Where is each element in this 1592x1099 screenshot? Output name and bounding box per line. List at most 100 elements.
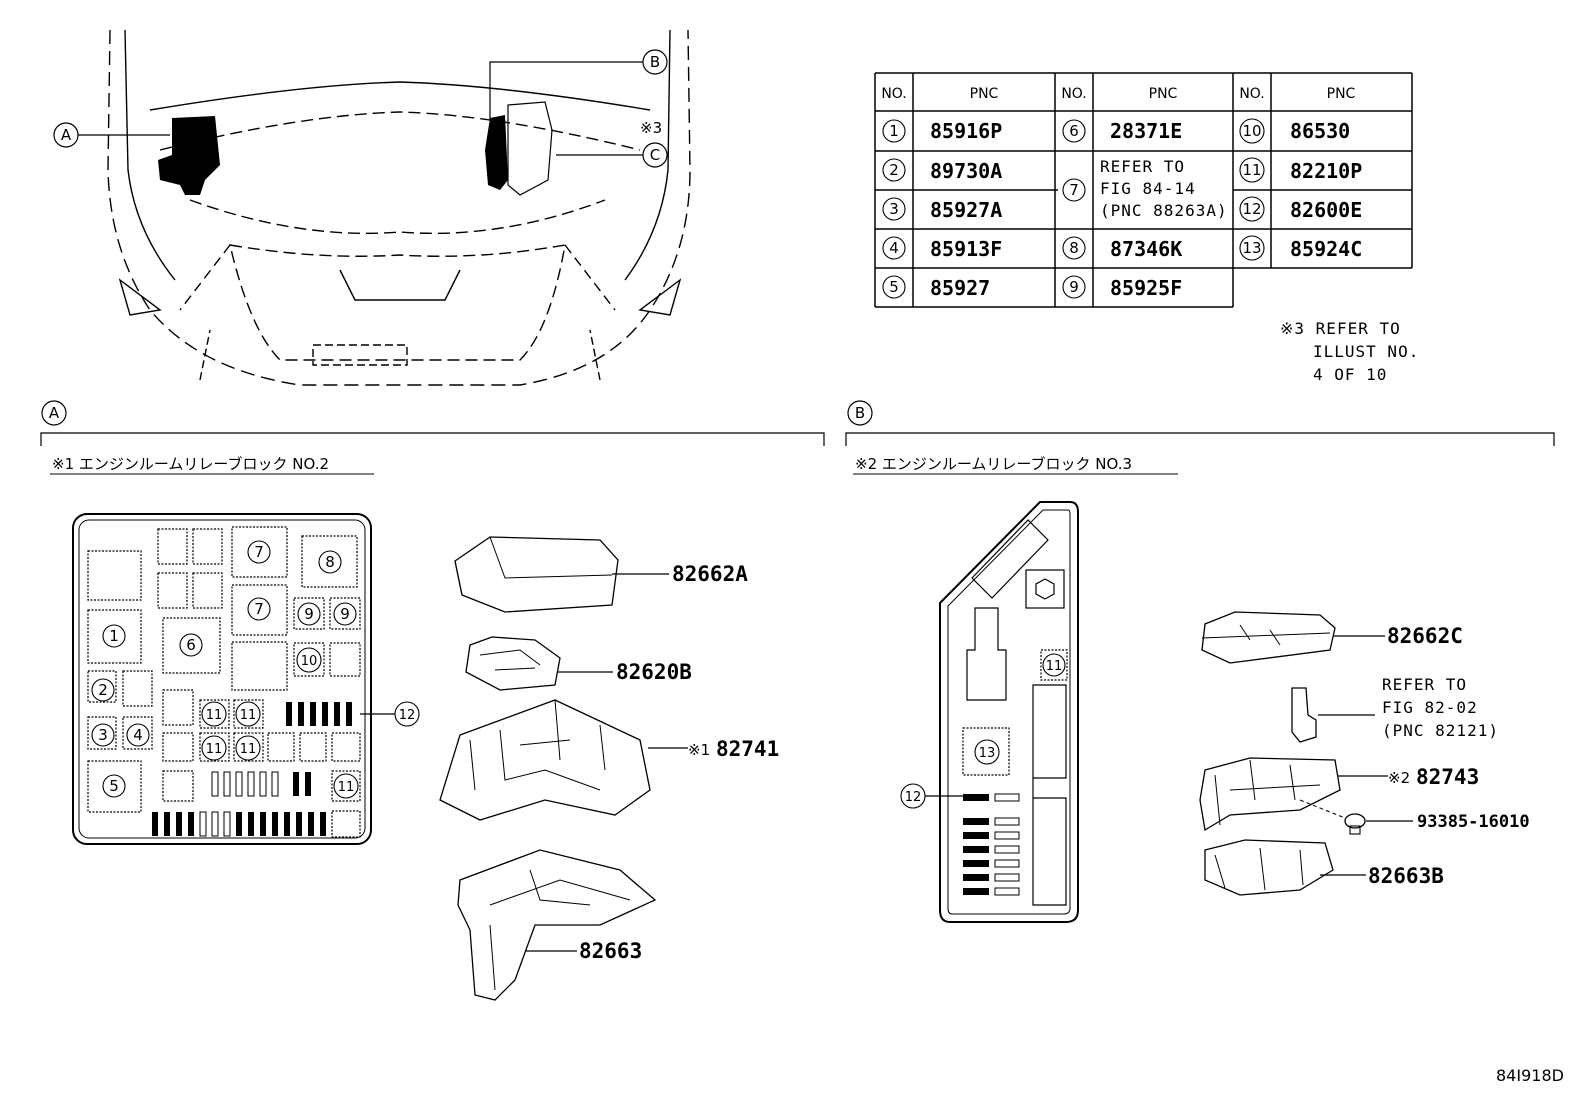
svg-text:11: 11: [1046, 659, 1063, 674]
section-b-header: B ※2 エンジンルームリレーブロック NO.3: [845, 400, 1555, 475]
svg-text:3: 3: [889, 200, 899, 218]
svg-text:9: 9: [340, 605, 350, 623]
svg-text:7: 7: [254, 543, 264, 561]
svg-text:82210P: 82210P: [1290, 159, 1362, 183]
relay-block-a: 1 2 3 4 5 6 7 7 8 9 9 10 11 11 11 11 11 …: [72, 513, 420, 845]
svg-text:12: 12: [1242, 200, 1261, 218]
svg-text:82663: 82663: [579, 939, 642, 963]
svg-text:87346K: 87346K: [1110, 237, 1182, 261]
table-row: 6 28371E: [1062, 119, 1182, 143]
svg-text:5: 5: [109, 777, 119, 795]
part-82663: 82663: [457, 849, 657, 1001]
relay-block-b-location: [485, 101, 553, 196]
relay-block-a-location: [158, 116, 220, 195]
svg-text:9: 9: [1069, 278, 1079, 296]
part-82663b: 82663B: [1204, 839, 1444, 896]
svg-text:A: A: [49, 404, 60, 422]
svg-text:85916P: 85916P: [930, 119, 1002, 143]
svg-text:FIG 82-02: FIG 82-02: [1382, 698, 1478, 717]
vehicle-front-outline: [107, 29, 691, 386]
section-a-header: A ※1 エンジンルームリレーブロック NO.2: [40, 400, 825, 475]
svg-text:13: 13: [979, 746, 996, 761]
svg-text:86530: 86530: [1290, 119, 1350, 143]
callout-a: A: [53, 122, 170, 148]
table-row: 1 85916P: [882, 119, 1002, 143]
section-a-title: ※1 エンジンルームリレーブロック NO.2: [52, 455, 329, 473]
svg-text:10: 10: [301, 654, 318, 669]
svg-text:1: 1: [889, 122, 899, 140]
svg-text:ILLUST NO.: ILLUST NO.: [1313, 342, 1419, 361]
table-row: 4 85913F: [882, 236, 1002, 261]
svg-text:12: 12: [905, 790, 922, 805]
svg-text:11: 11: [240, 708, 257, 723]
svg-text:C: C: [650, 146, 660, 164]
svg-text:5: 5: [889, 278, 899, 296]
callout-b: B: [489, 49, 668, 120]
svg-text:85925F: 85925F: [1110, 276, 1182, 300]
table-row: 7 REFER TO FIG 84-14 (PNC 88263A): [1062, 157, 1228, 220]
part-82741: ※1 82741: [439, 699, 779, 821]
svg-text:8: 8: [1069, 239, 1079, 257]
svg-text:82620B: 82620B: [616, 660, 692, 684]
svg-text:82662A: 82662A: [672, 562, 748, 586]
table-row: 8 87346K: [1062, 236, 1182, 261]
table-row: 9 85925F: [1062, 275, 1182, 300]
part-bolt-93385: 93385-16010: [1299, 799, 1530, 835]
svg-text:8: 8: [325, 553, 335, 571]
svg-text:7: 7: [254, 600, 264, 618]
svg-text:11: 11: [1242, 161, 1261, 179]
table-row: 10 86530: [1239, 118, 1350, 144]
pnc-table: [874, 72, 1413, 308]
note3: ※3 REFER TO ILLUST NO. 4 OF 10: [1280, 319, 1419, 384]
svg-text:4: 4: [889, 239, 899, 257]
svg-text:6: 6: [186, 636, 196, 654]
svg-text:(PNC 82121): (PNC 82121): [1382, 721, 1499, 740]
svg-text:85927A: 85927A: [930, 198, 1002, 222]
svg-text:9: 9: [304, 605, 314, 623]
header-no-3: NO.: [1239, 86, 1264, 102]
svg-text:85924C: 85924C: [1290, 237, 1362, 261]
header-no-1: NO.: [881, 86, 906, 102]
table-row: 3 85927A: [882, 197, 1002, 222]
part-cover-82662c: 82662C: [1201, 611, 1463, 664]
svg-text:82741: 82741: [716, 737, 779, 761]
header-pnc-3: PNC: [1327, 86, 1356, 102]
header-pnc-1: PNC: [970, 86, 999, 102]
svg-text:REFER TO: REFER TO: [1100, 157, 1185, 176]
table-row: 2 89730A: [882, 158, 1002, 183]
svg-text:13: 13: [1242, 239, 1261, 257]
svg-text:82600E: 82600E: [1290, 198, 1362, 222]
svg-text:A: A: [61, 126, 72, 144]
pnc-table-rows: 1 85916P 2 89730A 3 85927A 4 85913F 5 85…: [882, 118, 1362, 300]
svg-text:REFER TO: REFER TO: [1382, 675, 1467, 694]
svg-text:FIG 84-14: FIG 84-14: [1100, 179, 1196, 198]
svg-text:3: 3: [98, 726, 108, 744]
svg-text:28371E: 28371E: [1110, 119, 1182, 143]
svg-text:89730A: 89730A: [930, 159, 1002, 183]
svg-text:B: B: [650, 53, 660, 71]
svg-text:6: 6: [1069, 122, 1079, 140]
svg-text:82663B: 82663B: [1368, 864, 1444, 888]
relay-block-b: 11 13 12: [900, 501, 1079, 923]
note3-mark: ※3: [640, 119, 662, 137]
svg-text:2: 2: [98, 681, 108, 699]
svg-text:(PNC 88263A): (PNC 88263A): [1100, 201, 1228, 220]
table-row: 13 85924C: [1239, 235, 1362, 261]
svg-text:12: 12: [399, 708, 416, 723]
part-cover-82662a: 82662A: [454, 536, 748, 613]
part-82620b: 82620B: [465, 636, 692, 691]
table-row: 5 85927: [882, 275, 990, 300]
header-pnc-2: PNC: [1149, 86, 1178, 102]
section-b-title: ※2 エンジンルームリレーブロック NO.3: [855, 455, 1132, 473]
svg-text:85927: 85927: [930, 276, 990, 300]
svg-text:93385-16010: 93385-16010: [1417, 812, 1530, 832]
figure-code: 84I918D: [1496, 1066, 1564, 1085]
svg-text:11: 11: [206, 708, 223, 723]
table-row: 11 82210P: [1239, 157, 1362, 183]
callout-c: C ※3: [556, 119, 668, 168]
svg-text:1: 1: [109, 627, 119, 645]
table-row: 12 82600E: [1239, 196, 1362, 222]
svg-text:B: B: [855, 404, 865, 422]
svg-text:10: 10: [1242, 122, 1261, 140]
